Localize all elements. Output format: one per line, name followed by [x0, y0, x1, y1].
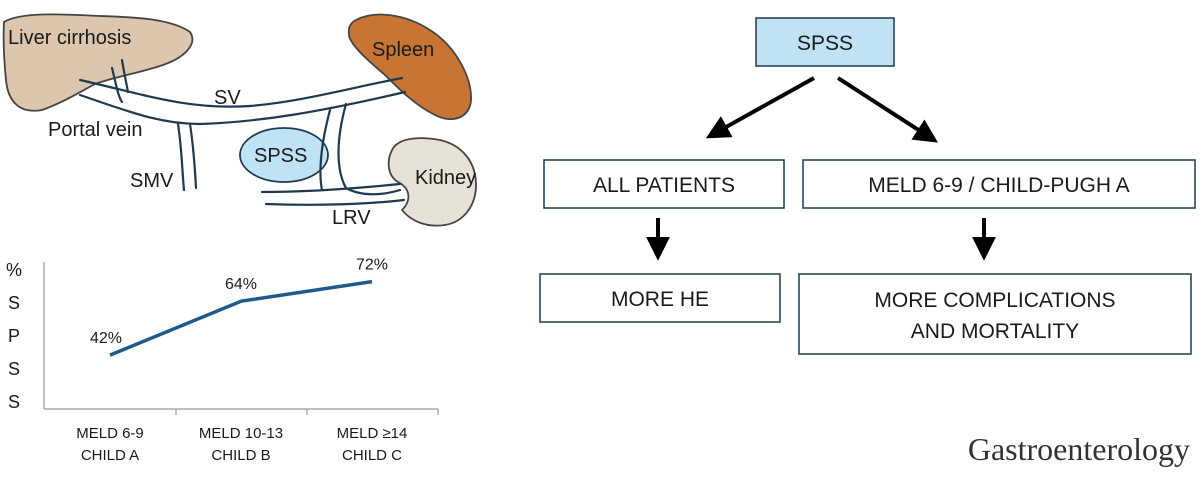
- spleen-shape: [347, 13, 472, 120]
- all-patients-text: ALL PATIENTS: [593, 174, 735, 197]
- spss-top-box: [755, 17, 895, 67]
- x-tick-label: MELD 6-9: [76, 425, 144, 442]
- x-tick-label: CHILD A: [81, 447, 139, 464]
- liver-label: Liver cirrhosis: [8, 27, 131, 49]
- data-label: 72%: [356, 257, 388, 274]
- sv-label: SV: [214, 87, 241, 109]
- spss-series-line: [109, 279, 373, 357]
- kidney-shape: [387, 137, 477, 227]
- lrv-label: LRV: [332, 207, 371, 229]
- y-title-char: S: [8, 293, 20, 313]
- portal-branch-2: [110, 66, 124, 104]
- complications-text-line2: AND MORTALITY: [911, 320, 1079, 343]
- flowchart: SPSS ALL PATIENTS MELD 6-9 / CHILD-PUGH …: [539, 17, 1196, 355]
- splenic-vein-upper: [78, 76, 404, 108]
- meld-child-text: MELD 6-9 / CHILD-PUGH A: [868, 174, 1129, 197]
- x-tick-label: MELD 10-13: [199, 425, 283, 442]
- data-label: 64%: [225, 276, 257, 293]
- arrow-to-meld-6-9: [836, 76, 939, 143]
- spss-ellipse: [239, 127, 329, 183]
- portal-vein-label: Portal vein: [48, 119, 143, 141]
- splenic-vein-lower: [78, 90, 407, 126]
- portal-branch-1: [120, 58, 130, 94]
- kidney-label: Kidney: [415, 167, 476, 189]
- x-tick-label: CHILD C: [342, 447, 402, 464]
- spss-chart: % S P S S 42% 64% 72% MELD 6-9 CHILD A M…: [6, 257, 439, 464]
- smv-right: [188, 122, 198, 190]
- x-tick-label: MELD ≥14: [337, 425, 408, 442]
- data-label: 42%: [90, 330, 122, 347]
- collateral-left: [319, 108, 332, 192]
- y-axis-title: % S P S S: [6, 260, 22, 412]
- x-tick-label: CHILD B: [211, 447, 270, 464]
- lrv-lower: [264, 198, 406, 206]
- journal-wordmark: Gastroenterology: [968, 431, 1190, 467]
- more-he-text: MORE HE: [611, 288, 709, 311]
- collateral-right: [337, 102, 402, 196]
- y-title-char: %: [6, 260, 22, 280]
- spss-label: SPSS: [254, 145, 307, 167]
- spleen-label: Spleen: [372, 39, 434, 61]
- complications-box: [798, 273, 1192, 355]
- spss-top-text: SPSS: [797, 32, 853, 55]
- lrv-upper: [260, 182, 402, 194]
- meld-child-box: [802, 159, 1196, 209]
- more-he-box: [539, 273, 781, 323]
- smv-left: [176, 122, 186, 192]
- all-patients-box: [543, 159, 785, 209]
- liver-shape: [2, 13, 194, 112]
- complications-text-line1: MORE COMPLICATIONS: [874, 289, 1115, 312]
- smv-label: SMV: [130, 170, 174, 192]
- anatomy-diagram: Liver cirrhosis Spleen SV Portal vein SP…: [2, 13, 477, 229]
- y-title-char: P: [8, 326, 20, 346]
- y-title-char: S: [8, 392, 20, 412]
- arrow-to-all-patients: [705, 76, 815, 139]
- y-title-char: S: [8, 359, 20, 379]
